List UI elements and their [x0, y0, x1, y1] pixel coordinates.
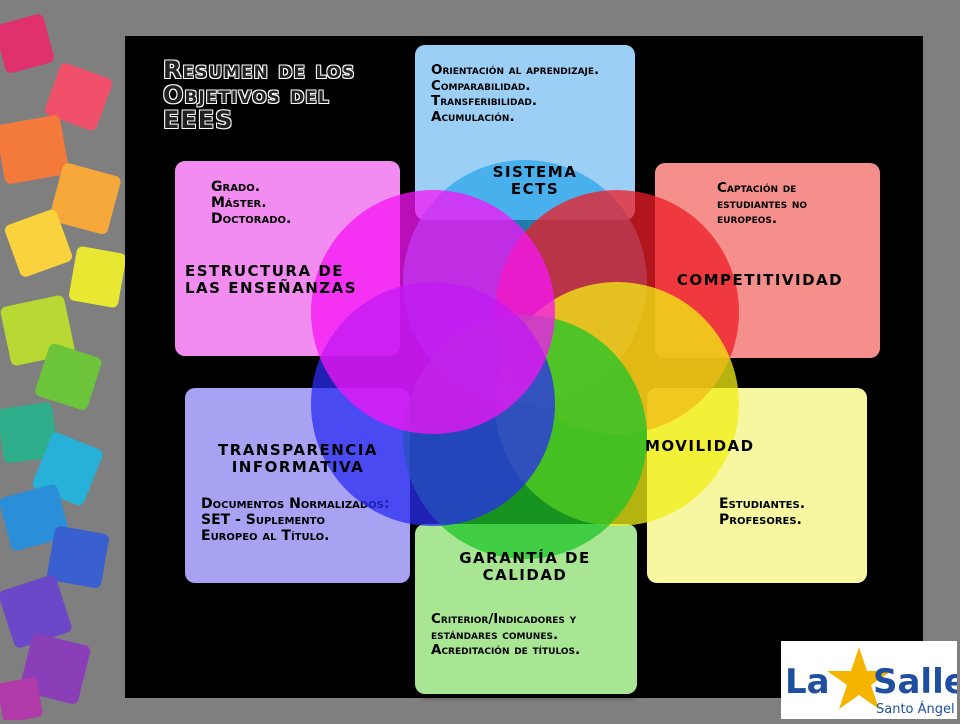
label-estructura: ESTRUCTURA DE LAS ENSEÑANZAS — [185, 262, 358, 297]
label-sistema-ects: SISTEMA ECTS — [492, 163, 578, 198]
label-movilidad: MOVILIDAD — [645, 437, 755, 455]
ects-items: Orientación al aprendizaje. Comparabilid… — [431, 62, 600, 125]
star-icon — [827, 647, 891, 709]
diagram-slide: Resumen de los Objetivos del EEES Orient… — [125, 36, 923, 698]
label-transparencia: TRANSPARENCIA INFORMATIVA — [217, 441, 379, 476]
svg-text:La: La — [785, 662, 830, 702]
estructura-items: Grado. Máster. Doctorado. — [211, 179, 292, 228]
calidad-items: Criterior/Indicadores y estándares comun… — [431, 611, 581, 659]
overlapping-circles — [311, 160, 739, 559]
label-competitividad: COMPETITIVIDAD — [676, 271, 844, 289]
transparencia-items: Documentos Normalizados: SET - Suplement… — [201, 496, 390, 545]
svg-text:Santo Ángel: Santo Ángel — [876, 701, 955, 717]
label-garantia-calidad: GARANTÍA DE CALIDAD — [459, 549, 591, 584]
movilidad-items: Estudiantes. Profesores. — [719, 496, 806, 529]
svg-text:Salle: Salle — [873, 662, 957, 702]
diagram-title: Resumen de los Objetivos del EEES — [163, 56, 356, 135]
la-salle-logo: La Salle Santo Ángel — [781, 641, 960, 719]
decorative-cubes — [0, 0, 130, 720]
circle-estructura — [311, 190, 555, 434]
la-salle-logo-graphic: La Salle Santo Ángel — [785, 647, 960, 717]
competitividad-items: Captación de estudiantes no europeos. — [717, 180, 808, 228]
